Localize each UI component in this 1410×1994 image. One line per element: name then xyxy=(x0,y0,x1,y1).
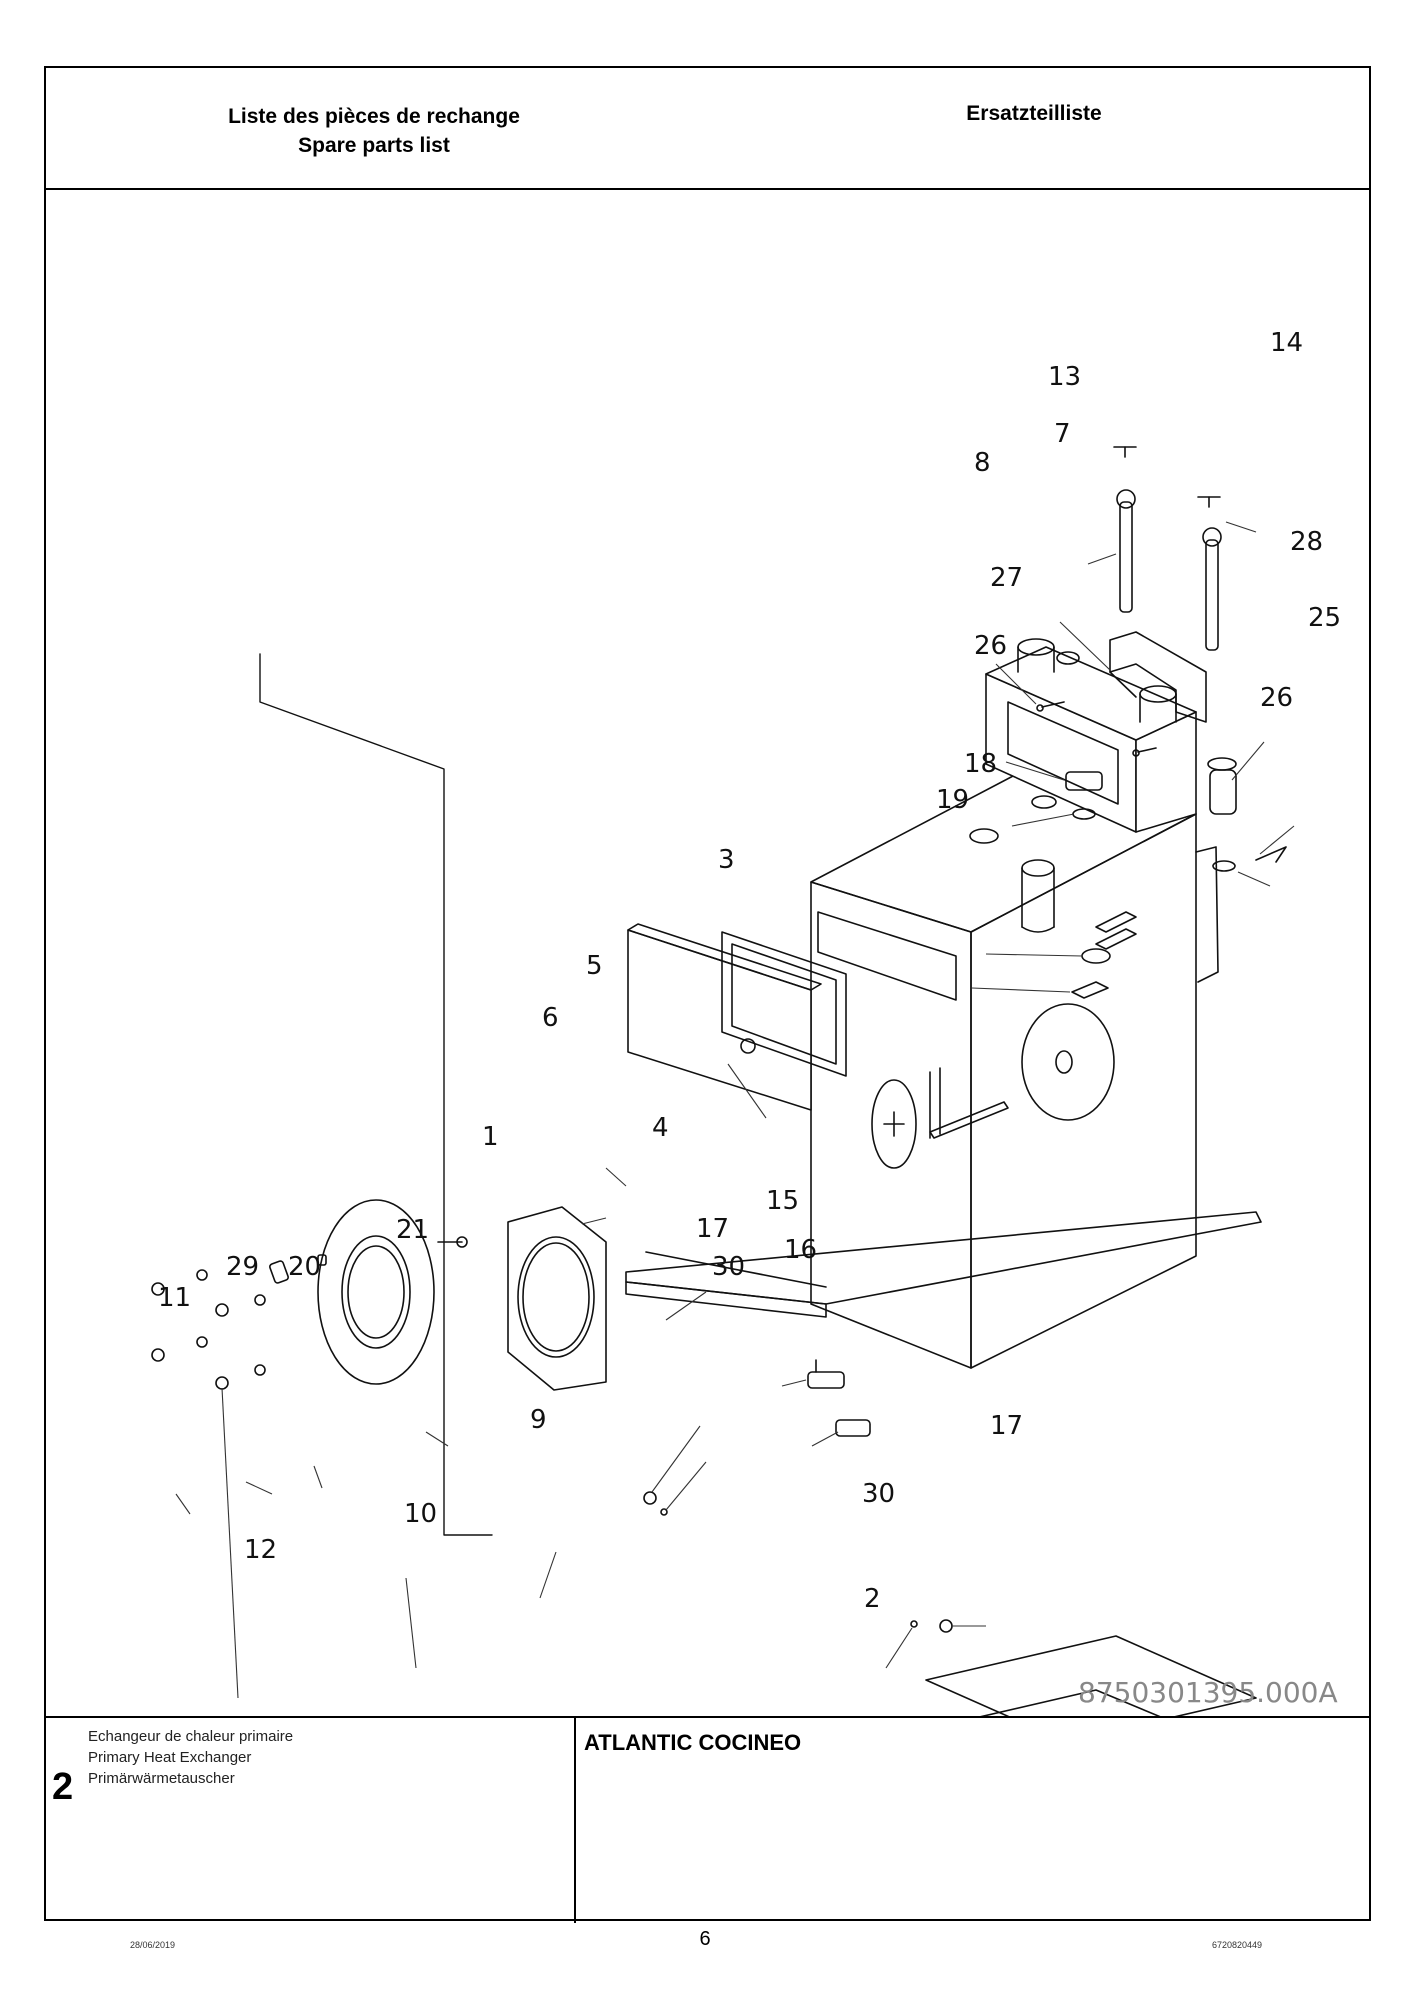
callout-26a: 26 xyxy=(974,631,1007,661)
callout-20: 20 xyxy=(288,1252,321,1282)
title-en: Spare parts list xyxy=(298,134,450,157)
page-frame xyxy=(44,66,1371,1921)
exploded-diagram: 1 2 3 4 5 6 7 8 9 10 11 12 13 14 15 16 1… xyxy=(46,192,1369,1829)
footer-bar: 2 Echangeur de chaleur primaire Primary … xyxy=(44,1716,1371,1923)
callout-21: 21 xyxy=(396,1215,429,1245)
callout-8: 8 xyxy=(974,448,991,478)
callout-17b: 17 xyxy=(990,1411,1023,1441)
callout-18: 18 xyxy=(964,749,997,779)
callout-11: 11 xyxy=(158,1283,191,1313)
title-de: Ersatzteilliste xyxy=(966,102,1102,125)
callout-1: 1 xyxy=(482,1122,499,1152)
callout-15: 15 xyxy=(766,1186,799,1216)
callout-2: 2 xyxy=(864,1584,881,1614)
title-fr: Liste des pièces de rechange xyxy=(228,105,520,128)
callout-9: 9 xyxy=(530,1405,547,1435)
header-bar: Liste des pièces de rechange Spare parts… xyxy=(44,66,1371,190)
document-code: 6720820449 xyxy=(1212,1940,1263,1950)
callout-27: 27 xyxy=(990,563,1023,593)
callout-29: 29 xyxy=(226,1252,259,1282)
callout-16: 16 xyxy=(784,1235,817,1265)
description-fr: Echangeur de chaleur primaire xyxy=(88,1728,294,1745)
page-date: 28/06/2019 xyxy=(130,1940,176,1950)
callout-12: 12 xyxy=(244,1535,277,1565)
callout-10: 10 xyxy=(404,1499,437,1529)
section-number: 2 xyxy=(52,1766,74,1808)
description-de: Primärwärmetauscher xyxy=(88,1770,235,1787)
callout-5: 5 xyxy=(586,951,603,981)
callout-4: 4 xyxy=(652,1113,669,1143)
callout-28: 28 xyxy=(1290,527,1323,557)
section-description: Echangeur de chaleur primaire Primary He… xyxy=(88,1726,293,1789)
callout-13: 13 xyxy=(1048,362,1081,392)
footer-divider xyxy=(574,1718,576,1923)
callout-7: 7 xyxy=(1054,419,1071,449)
callout-25: 25 xyxy=(1308,603,1341,633)
callout-30b: 30 xyxy=(862,1479,895,1509)
callout-14: 14 xyxy=(1270,328,1303,358)
product-name: ATLANTIC COCINEO xyxy=(584,1730,802,1755)
callout-19: 19 xyxy=(936,785,969,815)
page-number: 6 xyxy=(699,1928,711,1950)
header-title-left: Liste des pièces de rechange Spare parts… xyxy=(44,102,704,160)
description-en: Primary Heat Exchanger xyxy=(88,1749,252,1766)
callout-17a: 17 xyxy=(696,1214,729,1244)
drawing-number: 8750301395.000A xyxy=(1078,1676,1338,1709)
callout-26b: 26 xyxy=(1260,683,1293,713)
diagram-svg: 1 2 3 4 5 6 7 8 9 10 11 12 13 14 15 16 1… xyxy=(151,328,1341,1829)
callout-3: 3 xyxy=(718,845,735,875)
callout-30a: 30 xyxy=(712,1252,745,1282)
callout-6: 6 xyxy=(542,1003,559,1033)
